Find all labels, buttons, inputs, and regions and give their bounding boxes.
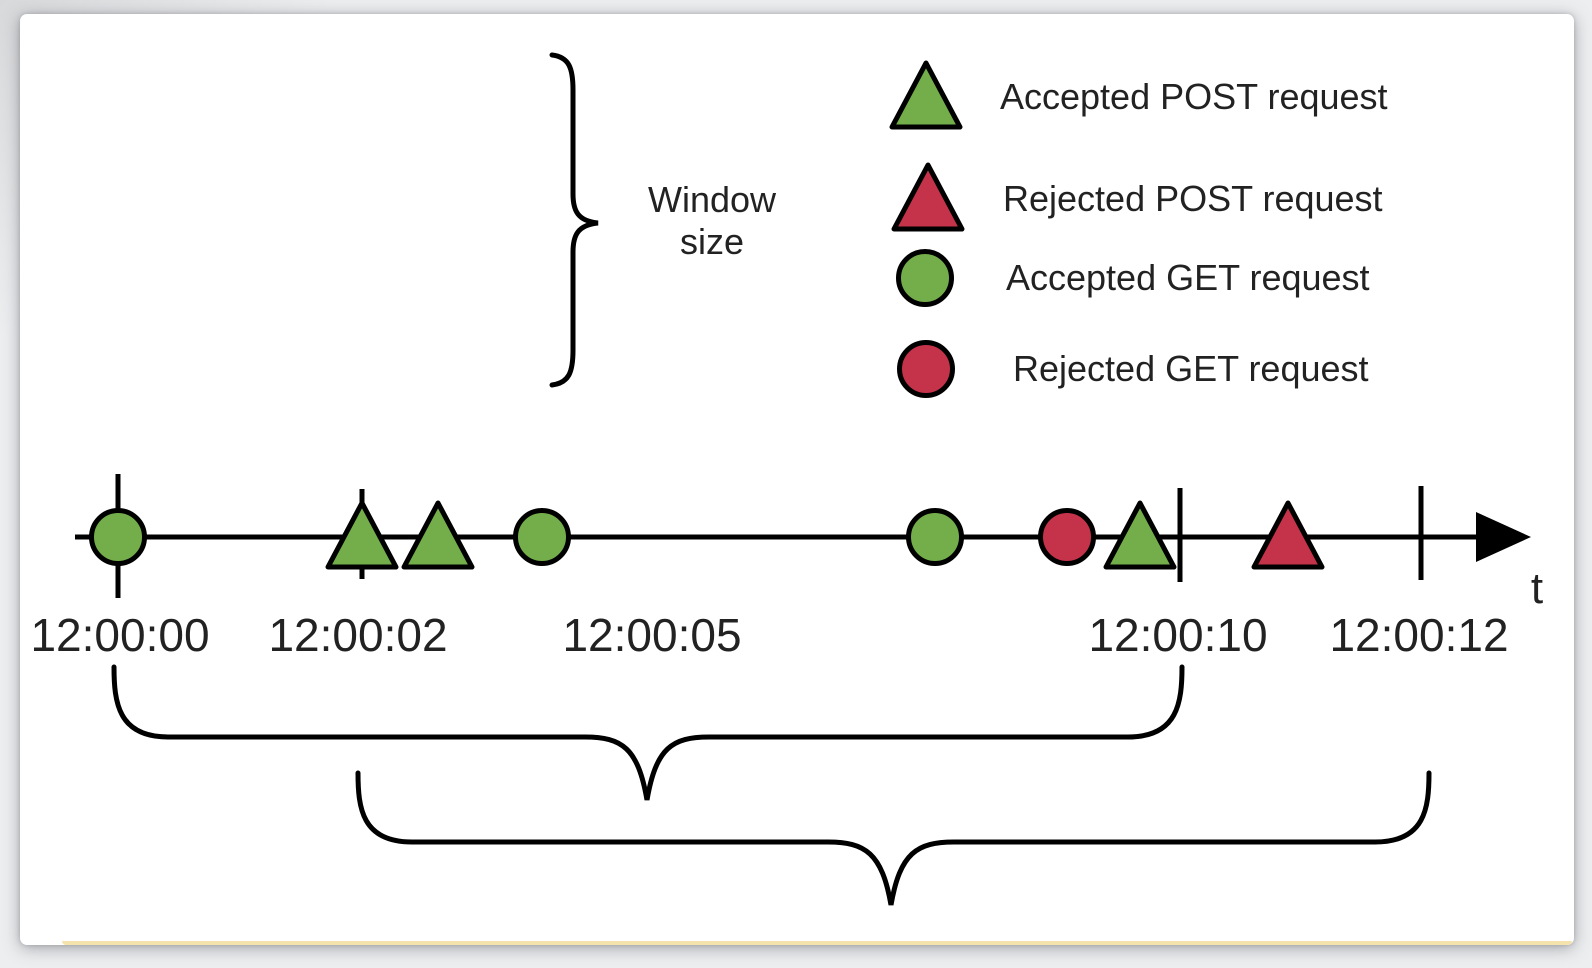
- triangle-accepted-icon: [889, 60, 963, 130]
- event-rejected-post-icon: [1251, 500, 1325, 570]
- tick-label: 12:00:00: [30, 609, 209, 661]
- triangle-rejected-icon: [891, 162, 965, 232]
- time-axis-label: t: [1531, 564, 1543, 613]
- legend: Accepted POST request Rejected POST requ…: [889, 60, 1388, 398]
- event-accepted-get-icon: [513, 508, 571, 566]
- legend-item: Rejected GET request: [897, 340, 1369, 398]
- legend-item: Rejected POST request: [891, 162, 1383, 232]
- circle-rejected-icon: [897, 340, 955, 398]
- tick-label: 12:00:12: [1329, 609, 1508, 661]
- window-brace-12-00-00-to-12-00-10: [111, 664, 1185, 801]
- legend-item-label: Rejected POST request: [1003, 178, 1383, 219]
- tick-label: 12:00:02: [268, 609, 447, 661]
- timeline-events: [89, 500, 1325, 570]
- window-size-brace: [549, 52, 599, 388]
- window-size-label-line2: size: [680, 221, 744, 262]
- event-accepted-get-icon: [906, 508, 964, 566]
- event-accepted-post-icon: [1103, 500, 1177, 570]
- diagram-canvas: [20, 14, 1574, 945]
- legend-item: Accepted GET request: [896, 249, 1370, 307]
- tick-label: 12:00:05: [562, 609, 741, 661]
- timeline-arrowhead-icon: [1476, 512, 1531, 562]
- legend-item-label: Accepted GET request: [1006, 257, 1370, 298]
- timeline-axis: t: [75, 474, 1543, 613]
- event-accepted-get-icon: [89, 508, 147, 566]
- circle-accepted-icon: [896, 249, 954, 307]
- legend-item-label: Rejected GET request: [1013, 348, 1369, 389]
- window-brace-12-00-02-to-12-00-12: [355, 770, 1432, 906]
- window-size-label-line1: Window: [648, 179, 777, 220]
- event-accepted-post-icon: [325, 500, 399, 570]
- event-accepted-post-icon: [401, 500, 475, 570]
- legend-item-label: Accepted POST request: [1000, 76, 1388, 117]
- window-size-annotation: Window size: [549, 52, 777, 388]
- legend-item: Accepted POST request: [889, 60, 1388, 130]
- event-rejected-get-icon: [1038, 508, 1096, 566]
- tick-label: 12:00:10: [1088, 609, 1267, 661]
- timeline-tick-labels: 12:00:00 12:00:02 12:00:05 12:00:10 12:0…: [30, 609, 1508, 661]
- canvas-bottom-strip: [62, 941, 1572, 945]
- sliding-window-braces: [111, 664, 1432, 906]
